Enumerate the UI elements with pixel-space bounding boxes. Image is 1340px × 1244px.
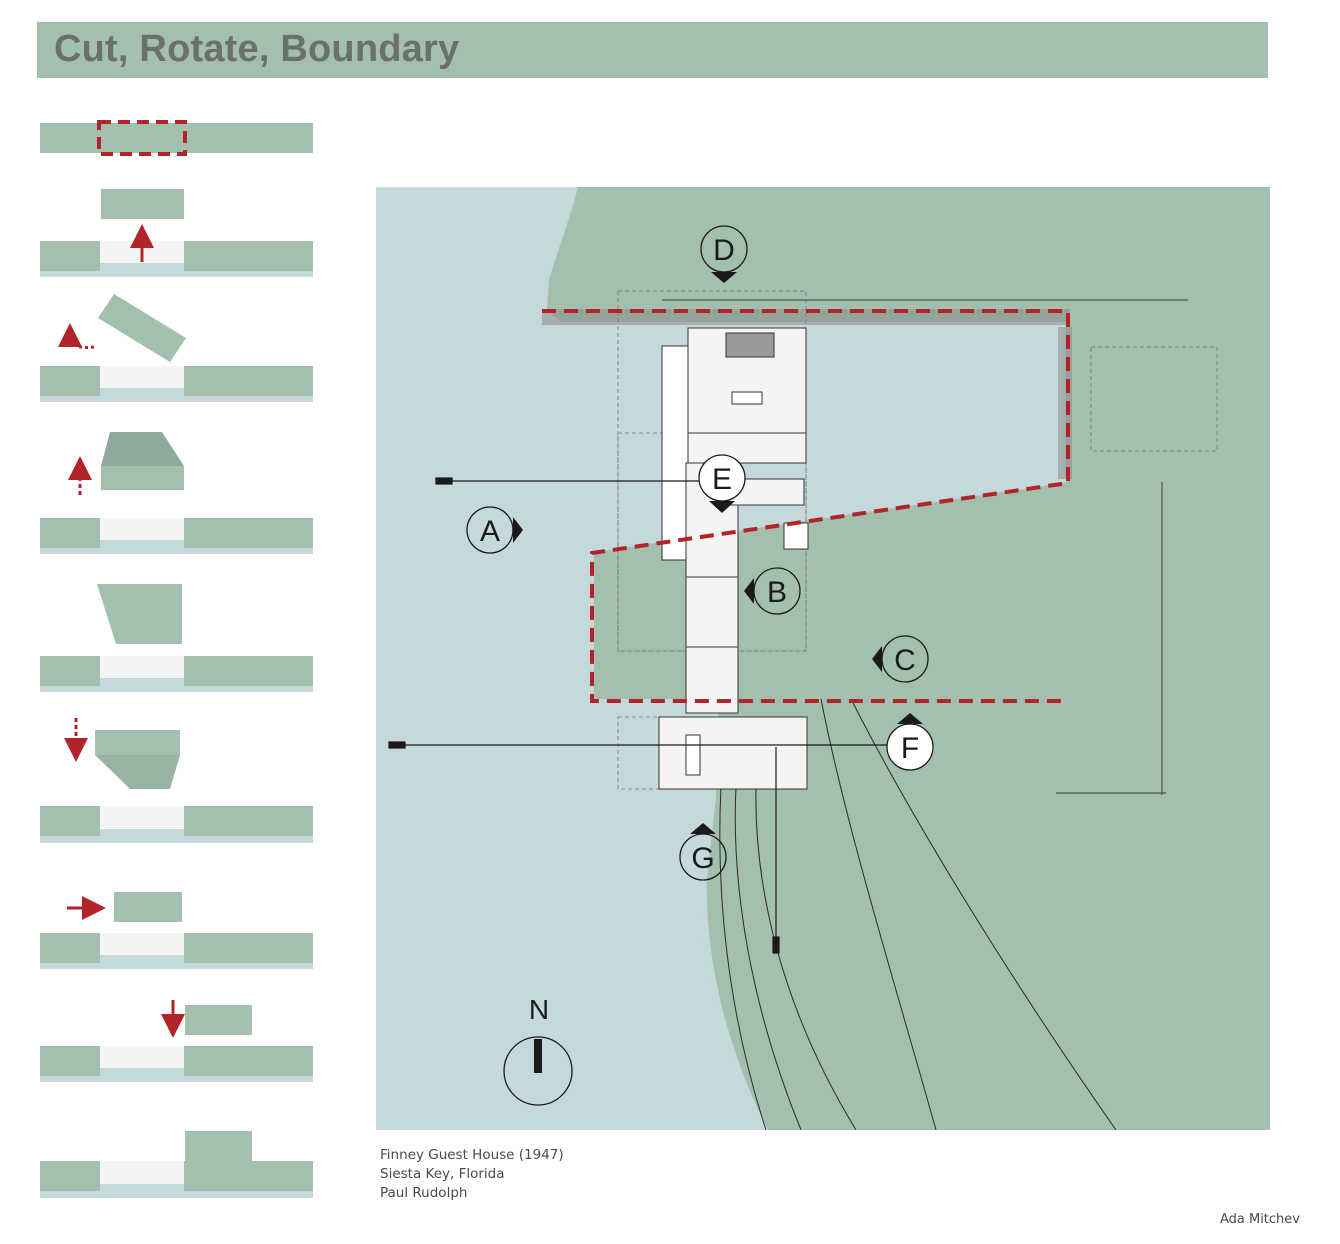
step-8-drop	[40, 1000, 313, 1082]
transformation-steps	[40, 120, 313, 1198]
svg-text:C: C	[894, 644, 916, 677]
caption-location: Siesta Key, Florida	[380, 1166, 505, 1182]
author-credit: Ada Mitchev	[1219, 1212, 1300, 1227]
section-marker-a: A	[466, 506, 523, 554]
caption-project: Finney Guest House (1947)	[380, 1147, 564, 1163]
section-marker-c: C	[872, 635, 929, 683]
contour-lines	[719, 698, 1117, 1130]
section-marker-d: D	[700, 225, 748, 283]
step-2-lift	[40, 189, 313, 277]
step-6-lower	[40, 718, 313, 843]
section-marker-e: E	[698, 454, 746, 513]
project-caption: Finney Guest House (1947) Siesta Key, Fl…	[380, 1146, 564, 1203]
svg-text:E: E	[712, 463, 732, 496]
svg-text:B: B	[767, 576, 787, 609]
svg-text:A: A	[480, 515, 500, 548]
east-pier	[662, 299, 1188, 795]
svg-text:D: D	[713, 234, 735, 267]
section-lines	[388, 477, 896, 954]
house-plan	[658, 327, 809, 790]
page-title: Cut, Rotate, Boundary	[54, 28, 460, 70]
svg-text:F: F	[901, 732, 919, 765]
title-bar: Cut, Rotate, Boundary	[37, 22, 1268, 78]
site-plan: A B C D E F G N	[376, 187, 1270, 1130]
step-4-extrude	[40, 432, 313, 554]
svg-text:N: N	[529, 994, 549, 1025]
section-marker-f: F	[886, 713, 934, 771]
inlet	[376, 187, 1066, 1130]
step-3-rotate	[40, 294, 313, 402]
section-marker-g: G	[679, 823, 727, 881]
step-5-shape	[40, 584, 313, 692]
north-arrow: N	[503, 994, 573, 1106]
step-9-final	[40, 1131, 313, 1198]
caption-architect: Paul Rudolph	[380, 1185, 468, 1201]
step-7-slide	[40, 892, 313, 969]
svg-text:G: G	[691, 842, 714, 875]
step-1-cut	[40, 120, 313, 156]
section-marker-b: B	[744, 567, 801, 615]
